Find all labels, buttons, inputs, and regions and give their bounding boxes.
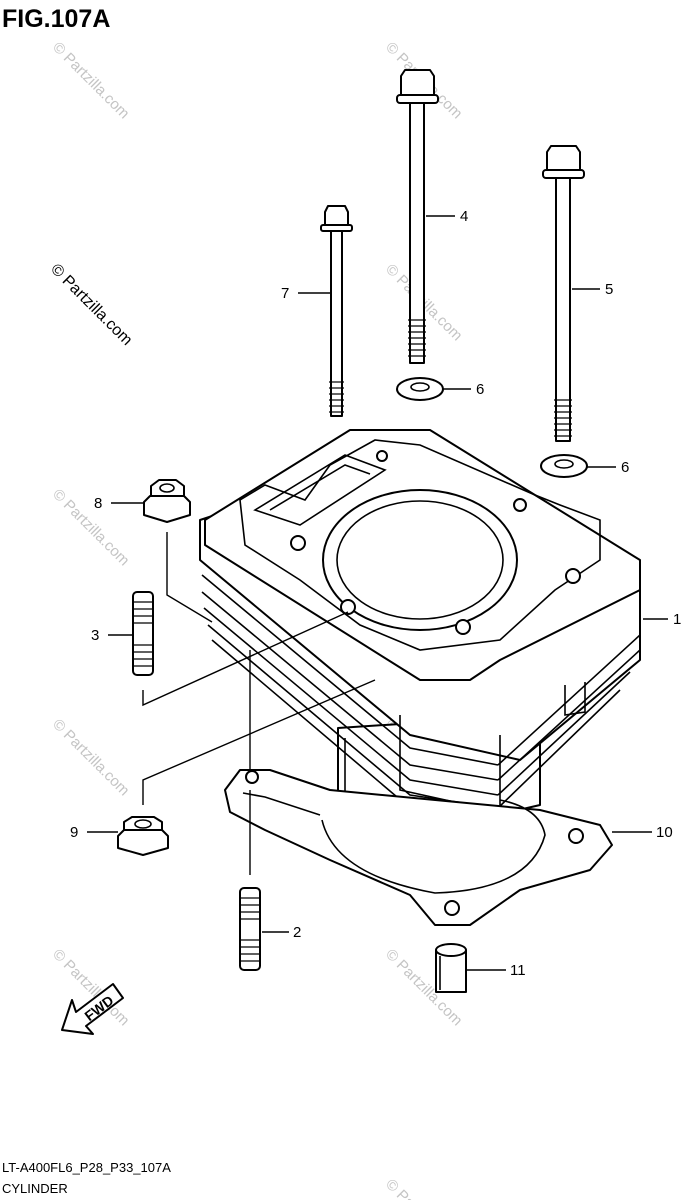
assembly-lines: [142, 532, 376, 875]
washer-part-6[interactable]: [540, 454, 588, 478]
callout-number: 4: [460, 208, 468, 225]
washer-part-6[interactable]: [396, 377, 444, 401]
bolt-thread: [554, 399, 572, 437]
callout-1[interactable]: 1: [643, 611, 681, 628]
watermark: © Partzilla.com: [49, 716, 132, 799]
callout-7[interactable]: 7: [281, 285, 330, 302]
callout-number: 6: [476, 381, 484, 398]
watermark: © Partzilla.com: [49, 486, 132, 569]
callout-6[interactable]: 6: [587, 459, 629, 476]
callout-number: 9: [70, 824, 78, 841]
callout-5[interactable]: 5: [572, 281, 613, 298]
callout-4[interactable]: 4: [426, 208, 468, 225]
bolt-thread: [408, 319, 426, 357]
stud-part-2[interactable]: [239, 887, 261, 971]
callout-number: 8: [94, 495, 102, 512]
bolt-part-4[interactable]: [396, 69, 439, 364]
watermark: © Partzilla.com: [49, 39, 132, 122]
callout-8[interactable]: 8: [94, 495, 144, 512]
callout-number: 10: [656, 824, 673, 841]
cylinder-part-1[interactable]: [199, 429, 641, 821]
figure-code: LT-A400FL6_P28_P33_107A: [2, 1160, 171, 1175]
nut-part-9[interactable]: [117, 816, 169, 856]
callout-number: 2: [293, 924, 301, 941]
stud-part-3[interactable]: [132, 591, 154, 676]
bolt-part-5[interactable]: [542, 145, 585, 442]
callout-2[interactable]: 2: [262, 924, 301, 941]
callout-3[interactable]: 3: [91, 627, 132, 644]
callout-number: 11: [510, 962, 526, 979]
callout-number: 5: [605, 281, 613, 298]
callout-number: 1: [673, 611, 681, 628]
callout-11[interactable]: 11: [466, 962, 526, 979]
callout-6[interactable]: 6: [443, 381, 484, 398]
figure-title: FIG.107A: [2, 5, 110, 33]
watermark: © Partzilla.com: [382, 1176, 465, 1200]
callout-number: 3: [91, 627, 99, 644]
nut-part-8[interactable]: [143, 479, 191, 523]
stud-thread: [240, 897, 260, 962]
dowel-pin-part-11[interactable]: [435, 943, 467, 993]
figure-name: CYLINDER: [2, 1181, 68, 1196]
bolt-thread: [329, 381, 344, 413]
callout-number: 7: [281, 285, 289, 302]
bolt-part-7[interactable]: [320, 205, 353, 417]
callout-number: 6: [621, 459, 629, 476]
callout-10[interactable]: 10: [612, 824, 673, 841]
watermark-dark: © Partzilla.com: [47, 261, 135, 349]
stud-thread: [133, 601, 153, 667]
callout-9[interactable]: 9: [70, 824, 118, 841]
